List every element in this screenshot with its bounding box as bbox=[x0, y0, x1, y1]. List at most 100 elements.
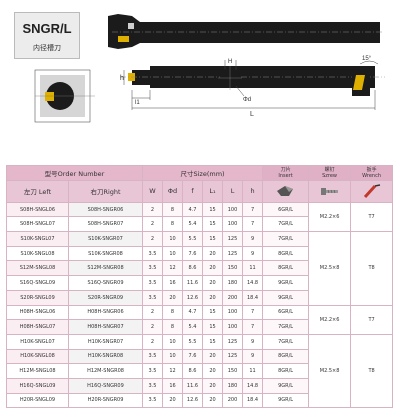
dim-w: 3.5 bbox=[142, 275, 163, 291]
dim-l: 150 bbox=[222, 260, 243, 277]
model-left: H08H-SNGL07 bbox=[6, 319, 69, 335]
dim-w: 3.5 bbox=[142, 245, 163, 262]
dim-f: 5.5 bbox=[182, 231, 203, 247]
insert-code: 8GR/L bbox=[262, 348, 310, 365]
insert-icon bbox=[276, 186, 293, 197]
dim-phi-d: 8 bbox=[162, 304, 183, 321]
dim-phi-d: 20 bbox=[162, 392, 183, 408]
dim-w: 3.5 bbox=[142, 363, 163, 379]
dim-h: 11 bbox=[241, 363, 264, 379]
product-title-box: SNGR/L 内径槽刀 bbox=[14, 12, 80, 59]
dim-l1: 20 bbox=[202, 392, 223, 408]
model-left: S10K-SNGL07 bbox=[6, 231, 69, 247]
model-right: S10K-SNGR07 bbox=[68, 231, 143, 247]
wrench-icon-cell bbox=[350, 179, 394, 203]
dim-l1: 20 bbox=[202, 260, 223, 277]
dim-phi-d: 20 bbox=[162, 289, 183, 306]
product-subtitle: 内径槽刀 bbox=[33, 44, 61, 52]
dim-label-phi-d: Φd bbox=[243, 97, 251, 103]
dim-f: 7.6 bbox=[182, 348, 203, 365]
dim-w: 2 bbox=[142, 304, 163, 321]
insert-code: 7GR/L bbox=[262, 216, 310, 233]
dim-f: 7.6 bbox=[182, 245, 203, 262]
dim-phi-d: 10 bbox=[162, 348, 183, 365]
dim-w: 3.5 bbox=[142, 348, 163, 365]
model-right: S20R-SNGR09 bbox=[68, 289, 143, 306]
screw-icon bbox=[320, 188, 338, 196]
insert-code: 8GR/L bbox=[262, 363, 310, 379]
dim-l1: 15 bbox=[202, 201, 223, 218]
insert-code: 7GR/L bbox=[262, 333, 310, 350]
dim-l1: 20 bbox=[202, 348, 223, 365]
model-left: S12M-SNGL08 bbox=[6, 260, 69, 277]
model-left: H10K-SNGL08 bbox=[6, 348, 69, 365]
header-left: 左刀 Left bbox=[6, 179, 69, 203]
dim-l: 100 bbox=[222, 216, 243, 233]
insert-code: 6GR/L bbox=[262, 201, 310, 218]
dim-f: 8.6 bbox=[182, 260, 203, 277]
insert-code: 6GR/L bbox=[262, 304, 310, 321]
model-left: S10K-SNGL08 bbox=[6, 245, 69, 262]
dim-h: 18.4 bbox=[241, 289, 264, 306]
dim-l: 125 bbox=[222, 348, 243, 365]
wrench-spec: T7 bbox=[350, 304, 394, 335]
dim-h: 9 bbox=[241, 231, 264, 247]
model-right: S12M-SNGR08 bbox=[68, 260, 143, 277]
model-left: H20R-SNGL09 bbox=[6, 392, 69, 408]
dim-l1: 15 bbox=[202, 304, 223, 321]
dim-l1: 15 bbox=[202, 231, 223, 247]
dim-l: 100 bbox=[222, 319, 243, 335]
dim-w: 2 bbox=[142, 231, 163, 247]
model-left: S08H-SNGL07 bbox=[6, 216, 69, 233]
angle-detail-view bbox=[352, 60, 379, 96]
dim-l: 100 bbox=[222, 201, 243, 218]
insert-code: 7GR/L bbox=[262, 231, 310, 247]
dim-label-angle: 15° bbox=[362, 56, 372, 62]
insert-code: 9GR/L bbox=[262, 289, 310, 306]
dim-l: 200 bbox=[222, 392, 243, 408]
model-right: S10K-SNGR08 bbox=[68, 245, 143, 262]
header-w: W bbox=[142, 179, 163, 203]
wrench-spec: T7 bbox=[350, 201, 394, 233]
header-screw: 螺钉 Szrew bbox=[308, 165, 352, 181]
insert-code: 9GR/L bbox=[262, 377, 310, 394]
header-l1: L₁ bbox=[202, 179, 223, 203]
dim-f: 4.7 bbox=[182, 201, 203, 218]
dim-h: 11 bbox=[241, 260, 264, 277]
dim-f: 11.6 bbox=[182, 377, 203, 394]
dim-label-h: h bbox=[120, 75, 124, 82]
header-row-1: 型号Order Number 尺寸Size(mm) 刀片 Insert 螺钉 S… bbox=[6, 165, 394, 181]
dim-w: 2 bbox=[142, 216, 163, 233]
model-left: S16Q-SNGL09 bbox=[6, 275, 69, 291]
dim-w: 2 bbox=[142, 201, 163, 218]
product-code: SNGR/L bbox=[22, 21, 72, 36]
dim-l1: 15 bbox=[202, 333, 223, 350]
dim-h: 7 bbox=[241, 201, 264, 218]
technical-drawing: h l1 L H Φd 15° bbox=[34, 14, 385, 123]
dim-h: 7 bbox=[241, 304, 264, 321]
section-view bbox=[218, 60, 245, 97]
dim-l1: 20 bbox=[202, 275, 223, 291]
insert-code: 9GR/L bbox=[262, 275, 310, 291]
tool-top-view bbox=[108, 14, 384, 49]
insert-code: 8GR/L bbox=[262, 245, 310, 262]
dim-f: 5.4 bbox=[182, 216, 203, 233]
model-left: H16Q-SNGL09 bbox=[6, 377, 69, 394]
dim-f: 5.5 bbox=[182, 333, 203, 350]
header-size: 尺寸Size(mm) bbox=[141, 165, 264, 181]
dim-w: 3.5 bbox=[142, 377, 163, 394]
dim-f: 4.7 bbox=[182, 304, 203, 321]
dim-h: 14.8 bbox=[241, 377, 264, 394]
dim-l: 180 bbox=[222, 275, 243, 291]
dim-phi-d: 10 bbox=[162, 231, 183, 247]
dim-phi-d: 12 bbox=[162, 363, 183, 379]
dim-l: 125 bbox=[222, 333, 243, 350]
